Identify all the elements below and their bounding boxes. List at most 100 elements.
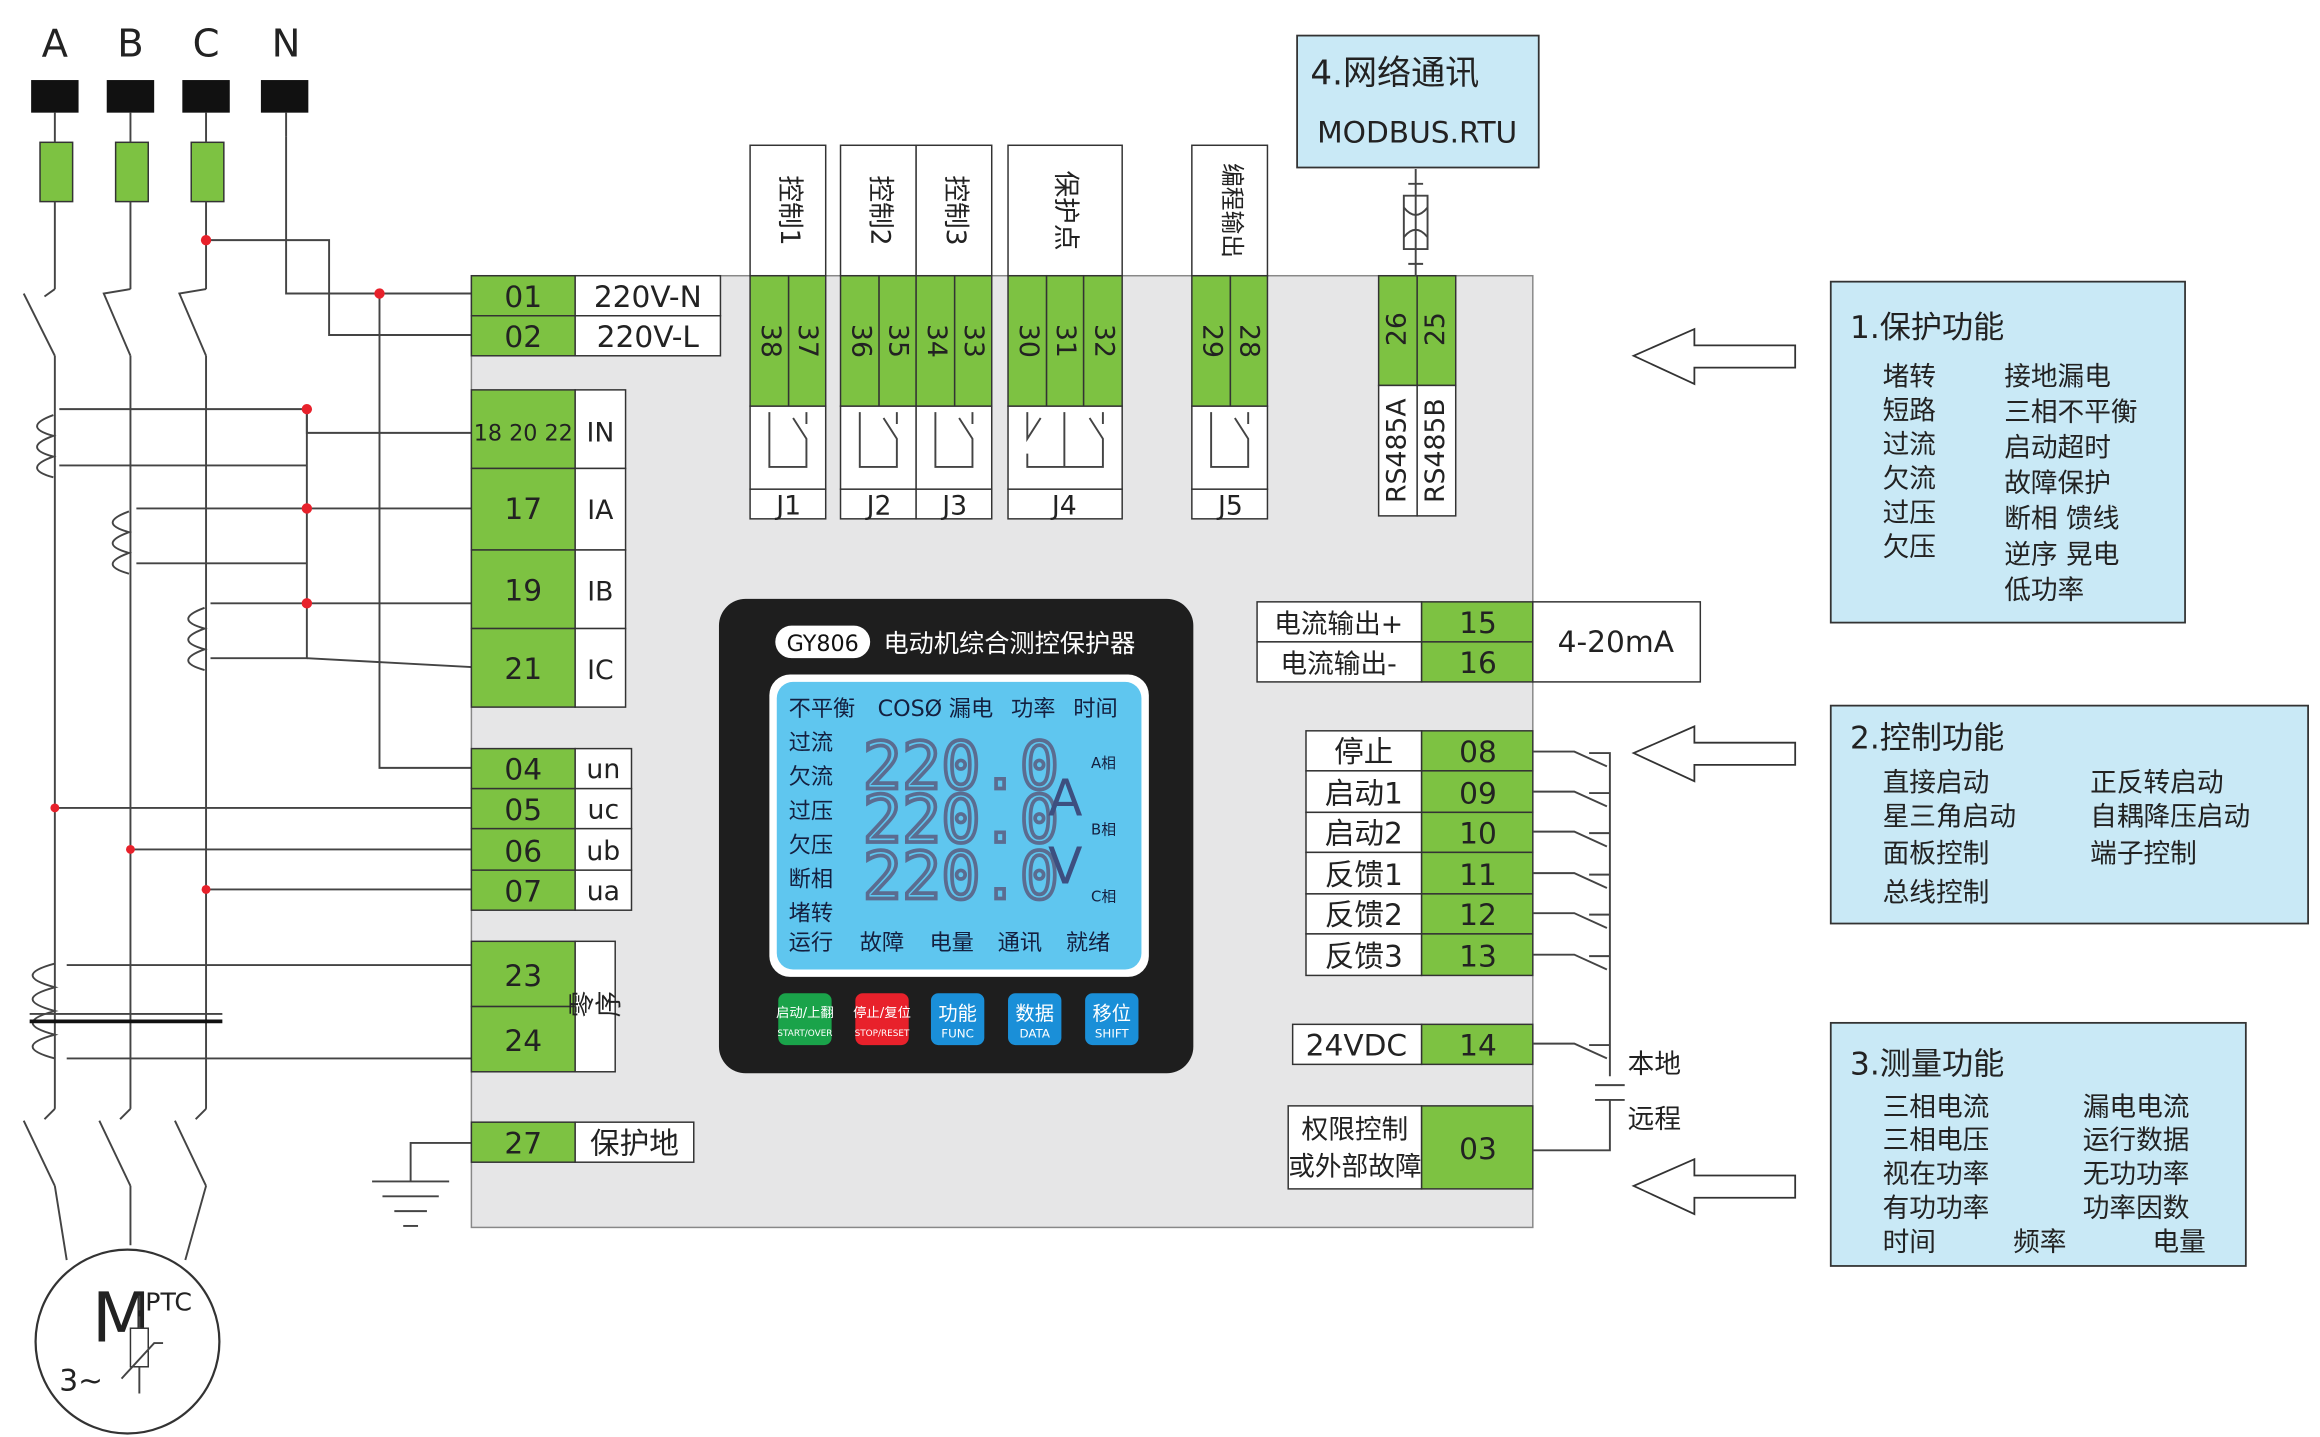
data-button[interactable] bbox=[1008, 993, 1062, 1046]
rs485b-label: RS485B bbox=[1420, 398, 1451, 503]
lcd-phase-b: B相 bbox=[1091, 822, 1116, 839]
lcd-top-label: 不平衡 bbox=[789, 696, 856, 722]
current-transformers bbox=[36, 403, 472, 671]
auth-label-2: 或外部故障 bbox=[1288, 1152, 1421, 1183]
lcd-bottom-label: 电量 bbox=[929, 930, 973, 956]
lcd-reading-1: 220.0 bbox=[863, 729, 1059, 805]
terminal-cap-n bbox=[260, 80, 309, 113]
terminal-28: 28 bbox=[1234, 324, 1265, 358]
terminal-11: 11 bbox=[1459, 857, 1497, 892]
protect-item: 堵转 bbox=[1883, 361, 1936, 392]
arrow-measure bbox=[1631, 1157, 1797, 1216]
measure-function-box: 3.测量功能 三相电流 三相电压 视在功率 有功功率 时间 漏电电流 运行数据 … bbox=[1829, 1021, 2247, 1267]
protect-item: 断相 馈线 bbox=[2004, 504, 2119, 535]
terminal-10: 10 bbox=[1459, 815, 1497, 850]
analog-output: 电流输出+ 15 电流输出- 16 4-20mA bbox=[1256, 601, 1702, 683]
stop-reset-en: STOP/RESET bbox=[855, 1029, 910, 1039]
func-en: FUNC bbox=[941, 1027, 974, 1041]
analog-range: 4-20mA bbox=[1558, 624, 1675, 659]
control-item: 正反转启动 bbox=[2090, 768, 2223, 799]
terminal-23: 23 bbox=[504, 958, 542, 993]
arrow-protect bbox=[1631, 327, 1797, 386]
terminal-06: 06 bbox=[504, 833, 542, 868]
current-terminals: 18 20 22 IN 17 IA 19 IB 21 IC bbox=[470, 389, 627, 708]
lcd-unit-a: A bbox=[1048, 768, 1083, 827]
protect-item: 欠流 bbox=[1883, 464, 1936, 495]
relay-j2-title: 控制2 bbox=[865, 175, 896, 245]
lcd-top-label: 功率 bbox=[1011, 696, 1055, 722]
zero-sequence-ct bbox=[29, 962, 472, 1060]
control-item: 直接启动 bbox=[1883, 768, 1990, 799]
remote-label: 远程 bbox=[1628, 1104, 1681, 1135]
network-title: 4.网络通讯 bbox=[1310, 53, 1479, 93]
shift-cn: 移位 bbox=[1093, 1002, 1132, 1025]
data-cn: 数据 bbox=[1015, 1002, 1054, 1025]
terminal-24: 24 bbox=[504, 1023, 542, 1058]
control-item: 星三角启动 bbox=[1883, 802, 2016, 833]
phase-inputs: A B C N bbox=[22, 21, 309, 1187]
lcd-left-label: 过流 bbox=[789, 730, 833, 756]
di-fb3-label: 反馈3 bbox=[1325, 939, 1403, 974]
lcd-bottom-label: 运行 bbox=[789, 930, 833, 956]
di-start1-label: 启动1 bbox=[1325, 775, 1403, 810]
control-item: 自耦降压启动 bbox=[2090, 802, 2250, 833]
protect-item: 过压 bbox=[1883, 498, 1936, 529]
device-front-panel: GY806 电动机综合测控保护器 不平衡 COSØ 漏电 功率 时间 过流 欠流… bbox=[718, 598, 1194, 1074]
func-button[interactable] bbox=[930, 993, 985, 1046]
arrow-control bbox=[1631, 725, 1797, 783]
ground-symbol bbox=[372, 1141, 472, 1227]
lcd-screen bbox=[776, 681, 1142, 970]
lcd-top-label: 时间 bbox=[1073, 696, 1117, 722]
zero-seq-terminals: 23 24 零序 bbox=[470, 940, 621, 1073]
terminal-12: 12 bbox=[1459, 897, 1497, 932]
terminal-33: 33 bbox=[958, 324, 989, 358]
pointer-arrows bbox=[1631, 327, 1797, 1216]
motor-phase: 3~ bbox=[59, 1362, 103, 1397]
measure-item: 视在功率 bbox=[1883, 1159, 1990, 1190]
terminal-08: 08 bbox=[1459, 734, 1497, 769]
start-over-cn: 启动/上翻 bbox=[776, 1005, 834, 1021]
terminal-02: 02 bbox=[504, 319, 542, 354]
lcd-left-label: 堵转 bbox=[789, 901, 833, 927]
motor-circle bbox=[34, 1248, 221, 1435]
network-box: 4.网络通讯 MODBUS.RTU bbox=[1296, 34, 1540, 169]
relay-j1-label: J1 bbox=[774, 490, 801, 521]
lcd-reading-3: 220.0 bbox=[863, 838, 1059, 914]
relay-j5-title: 编程输出 bbox=[1218, 163, 1246, 258]
terminal-09: 09 bbox=[1459, 775, 1497, 810]
lcd-phase-a: A相 bbox=[1091, 755, 1116, 772]
motor: M 3~ PTC bbox=[34, 1185, 221, 1435]
terminal-un-label: un bbox=[586, 754, 620, 785]
rs485a-label: RS485A bbox=[1381, 398, 1412, 503]
stop-reset-button[interactable] bbox=[855, 993, 909, 1046]
protect-item: 过流 bbox=[1883, 430, 1936, 461]
analog-plus-label: 电流输出+ bbox=[1274, 609, 1403, 640]
di-fb2-label: 反馈2 bbox=[1325, 897, 1403, 932]
terminal-32: 32 bbox=[1088, 324, 1119, 358]
lcd-bottom-label: 通讯 bbox=[998, 930, 1042, 956]
protect-item: 故障保护 bbox=[2004, 468, 2111, 499]
relay-j4-title: 保护点 bbox=[1050, 170, 1081, 250]
lcd-unit-v: V bbox=[1048, 837, 1083, 896]
rs485-terminals: 26 25 RS485A RS485B bbox=[1377, 168, 1457, 517]
ground-terminal: 27 保护地 bbox=[470, 1121, 695, 1163]
lcd-left-label: 过压 bbox=[789, 798, 833, 824]
shift-button[interactable] bbox=[1085, 993, 1139, 1046]
terminal-27-label: 保护地 bbox=[590, 1125, 679, 1160]
model-name: GY806 bbox=[787, 631, 859, 657]
relay-j2-label: J2 bbox=[865, 490, 892, 521]
relay-j3-title: 控制3 bbox=[940, 175, 971, 245]
measure-item: 有功功率 bbox=[1883, 1193, 1990, 1224]
di-fb1-label: 反馈1 bbox=[1325, 857, 1403, 892]
start-over-button[interactable] bbox=[778, 993, 832, 1046]
terminal-30: 30 bbox=[1013, 324, 1044, 358]
terminal-05: 05 bbox=[504, 792, 542, 827]
terminal-38: 38 bbox=[755, 324, 786, 358]
fuse-b bbox=[114, 141, 149, 203]
protect-item: 低功率 bbox=[2004, 575, 2084, 606]
terminal-14: 14 bbox=[1459, 1027, 1497, 1062]
terminal-cap-c bbox=[182, 80, 230, 113]
protect-item: 短路 bbox=[1883, 396, 1936, 427]
terminal-04: 04 bbox=[504, 752, 542, 787]
